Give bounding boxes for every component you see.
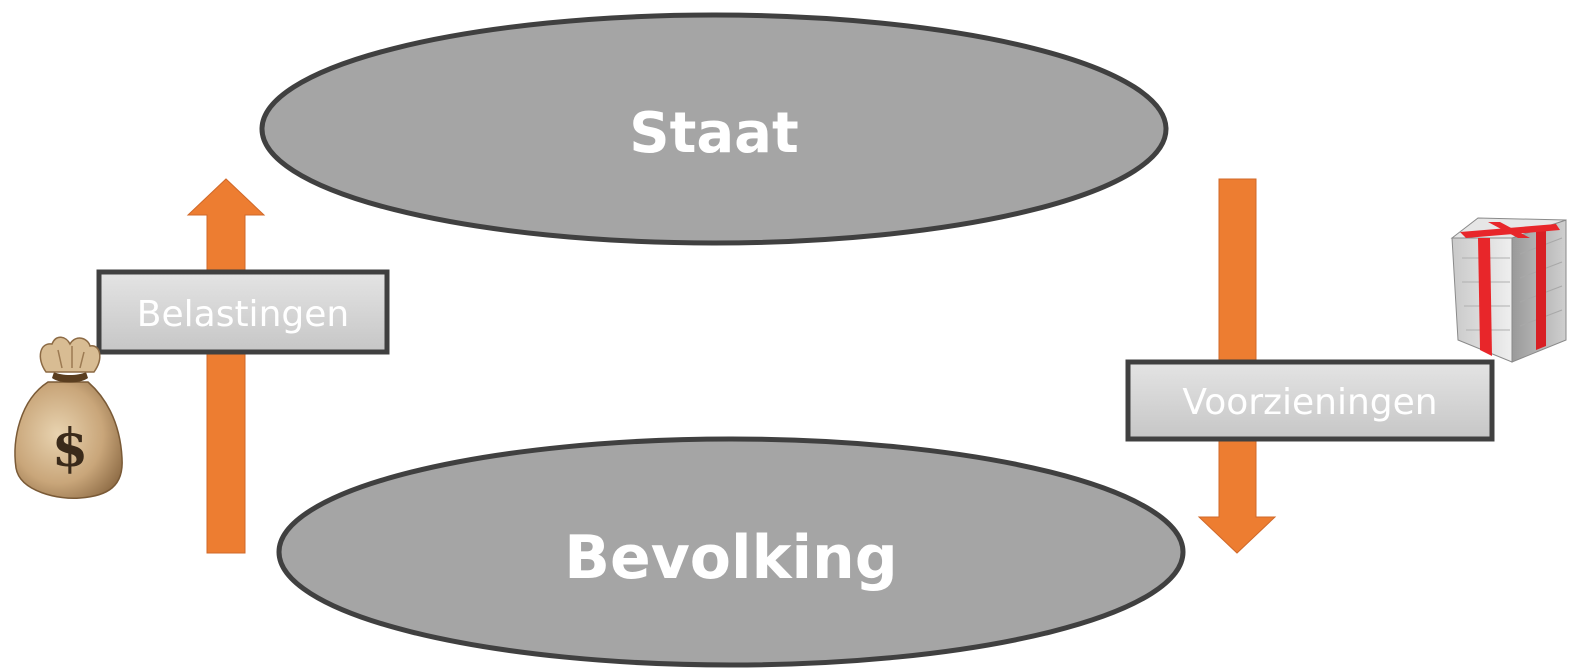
population-label: Bevolking <box>564 523 897 593</box>
taxes-box <box>96 269 390 355</box>
money-bag-icon: $ <box>14 336 123 500</box>
taxes-label: Belastingen <box>137 294 349 335</box>
upward-arrow <box>186 178 266 554</box>
state-ellipse <box>259 12 1169 246</box>
services-label-box: Voorzieningen <box>1125 359 1495 442</box>
services-box <box>1125 359 1495 442</box>
gift-box-icon <box>1450 217 1567 363</box>
population-node: Bevolking <box>276 436 1186 668</box>
svg-text:$: $ <box>52 418 88 479</box>
taxes-label-box: Belastingen <box>96 269 390 355</box>
services-label: Voorzieningen <box>1182 382 1437 423</box>
state-label: Staat <box>629 101 798 166</box>
population-ellipse <box>276 436 1186 668</box>
state-node: Staat <box>259 12 1169 246</box>
